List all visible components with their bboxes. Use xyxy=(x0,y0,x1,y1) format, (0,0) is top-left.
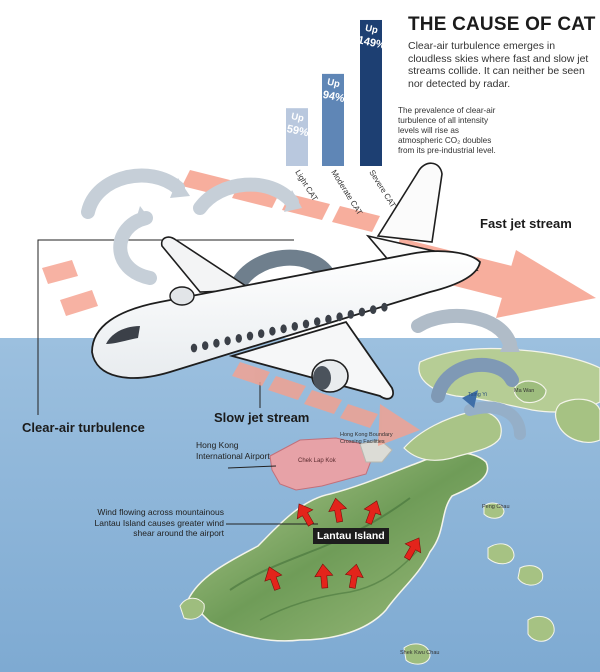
wind-note: Wind flowing across mountainous Lantau I… xyxy=(94,507,224,538)
swirl-left xyxy=(113,211,157,285)
small-island-a xyxy=(487,543,515,565)
airplane-window xyxy=(258,329,265,338)
airport-island xyxy=(269,437,373,491)
swirl-arrowheads xyxy=(134,178,520,408)
clear-air-callout xyxy=(37,239,294,415)
airplane-window xyxy=(224,336,231,346)
airplane-window xyxy=(314,317,321,326)
airplane-cockpit-window xyxy=(106,326,140,344)
prevalence-note: The prevalence of clear-air turbulence o… xyxy=(398,106,496,155)
airplane-window xyxy=(325,314,332,324)
wind-arrows xyxy=(264,497,422,591)
airplane-window xyxy=(269,326,276,336)
callout-lines xyxy=(37,239,318,525)
wind-arrow xyxy=(344,563,364,589)
airplane-window xyxy=(370,305,377,314)
airplane-window xyxy=(291,322,298,331)
bar-prefix-1: Up xyxy=(326,77,341,90)
map-islands xyxy=(179,347,600,665)
swirl-map xyxy=(431,358,519,403)
wind-arrow xyxy=(264,566,283,591)
airplane-windows xyxy=(190,302,388,353)
mountain-ridge-2 xyxy=(259,547,421,621)
airport-label: Hong Kong International Airport xyxy=(196,440,270,461)
wind-arrow xyxy=(314,563,334,589)
fast-jet-stream-label: Fast jet stream xyxy=(480,216,572,231)
airplane-window xyxy=(381,302,388,312)
small-island-b xyxy=(517,565,544,586)
airplane-engine-intake xyxy=(313,366,331,390)
bar-0 xyxy=(286,108,308,166)
airplane-window xyxy=(213,338,220,348)
wind-arrow xyxy=(296,503,315,527)
airport-callout xyxy=(227,465,277,469)
bar-2 xyxy=(360,19,382,167)
airplane-window xyxy=(336,312,343,322)
airplane-engine-far xyxy=(169,286,195,306)
map-label-peng-chau: Peng Chau xyxy=(482,504,510,510)
shek-kwu-chau-island xyxy=(403,643,431,665)
slow-jet-stream-label: Slow jet stream xyxy=(214,410,310,425)
tung-chung-coast xyxy=(403,410,502,461)
bar-value-label-2: 149% xyxy=(357,34,387,52)
airplane-window xyxy=(280,324,287,334)
swirl-mid xyxy=(193,177,299,215)
bar-1 xyxy=(322,73,344,166)
tsing-yi-island xyxy=(554,398,600,443)
bar-value-label-0: 59% xyxy=(286,123,310,139)
swirl-right xyxy=(411,308,517,351)
clear-air-turbulence-label: Clear-air turbulence xyxy=(22,420,145,435)
airplane-window xyxy=(347,310,354,319)
slow-jet-stream-arrow xyxy=(42,260,420,446)
cheung-chau-island xyxy=(527,616,555,642)
map-label-ma-wan: Ma Wan xyxy=(514,388,535,394)
airplane-window xyxy=(246,331,254,341)
mountain-ridge xyxy=(229,497,411,591)
intro-text: Clear-air turbulence emerges in cloudles… xyxy=(408,40,589,90)
west-lantau-fringe xyxy=(179,597,205,620)
airplane-fuselage xyxy=(91,250,481,379)
page-title: THE CAUSE OF CAT xyxy=(408,14,596,35)
bar-prefix-2: Up xyxy=(364,23,379,36)
swirl-map-2 xyxy=(464,401,526,440)
ma-wan-island xyxy=(513,380,547,404)
map-label-boundary: Hong Kong Boundary Crossing Facilities xyxy=(340,432,393,445)
boundary-crossing xyxy=(359,439,393,463)
peng-chau-island xyxy=(483,502,505,519)
map-label-tsing-yi: Tsing Yi xyxy=(468,392,487,398)
airplane xyxy=(91,162,481,400)
airplane-window xyxy=(235,334,242,343)
bar-prefix-0: Up xyxy=(290,111,305,124)
map-label-shek-kwu: Shek Kwu Chau xyxy=(400,650,440,656)
wind-arrow xyxy=(403,537,422,561)
airplane-window xyxy=(190,343,198,353)
bar-category-label-2: Severe CAT xyxy=(367,168,397,209)
wind-arrow xyxy=(363,500,382,525)
map-label-chek-lap-kok: Chek Lap Kok xyxy=(298,458,336,464)
lantau-island-label: Lantau Island xyxy=(313,528,389,544)
wind-arrow xyxy=(328,497,348,523)
airplane-wing-far xyxy=(160,236,255,293)
bar-value-label-1: 94% xyxy=(322,89,346,105)
lantau-island xyxy=(187,452,489,642)
airplane-wing-near xyxy=(228,320,394,400)
swirl-top-left xyxy=(81,168,185,219)
airplane-window xyxy=(202,341,209,350)
airplane-window xyxy=(358,307,366,317)
airplane-window xyxy=(302,319,310,329)
airplane-tail-fin xyxy=(376,162,443,243)
